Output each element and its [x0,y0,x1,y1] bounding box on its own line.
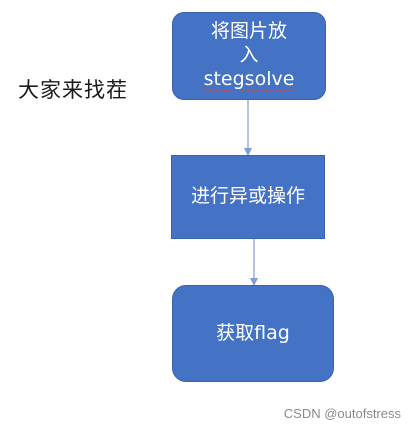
side-label: 大家来找茬 [18,78,128,102]
node-load-image-line2: 入 [239,44,259,67]
node-load-image: 将图片放 入 stegsolve [172,12,326,100]
node-xor-operation-label: 进行异或操作 [190,185,305,208]
node-load-image-line1: 将图片放 [210,20,287,43]
node-xor-operation: 进行异或操作 [171,155,325,239]
watermark: CSDN @outofstress [283,406,401,421]
node-get-flag-label: 获取flag [216,321,290,344]
node-load-image-line3: stegsolve [203,67,295,90]
node-get-flag: 获取flag [172,285,334,382]
